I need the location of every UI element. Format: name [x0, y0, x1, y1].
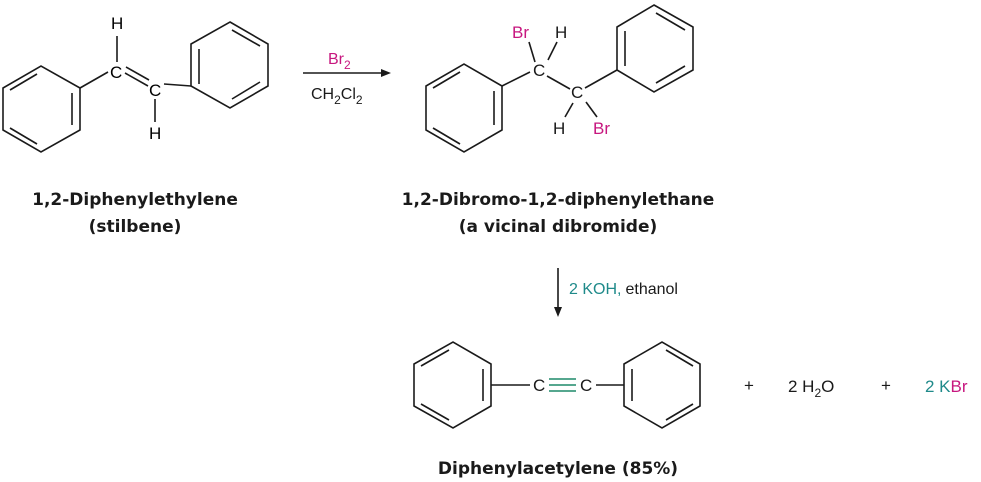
reaction-arrow-step1: Br2 CH2Cl2	[303, 51, 391, 107]
reagent-base: 2 KOH,ethanol	[569, 281, 678, 298]
atom-carbon: C	[533, 376, 545, 395]
plus-sign: +	[744, 376, 754, 395]
atom-carbon: C	[580, 376, 592, 395]
benzene-ring	[623, 341, 701, 429]
water-byproduct: 2 H2O	[788, 377, 834, 400]
atom-hydrogen: H	[111, 14, 123, 33]
benzene-ring	[413, 341, 492, 429]
dibromide-structure: Br H C C H Br	[425, 4, 694, 153]
reagent-bromine: Br2	[328, 51, 351, 72]
potassium-bromide-byproduct: 2 KBr	[925, 377, 968, 396]
reagent-solvent: CH2Cl2	[311, 86, 363, 107]
reaction-arrow-step2: 2 KOH,ethanol	[554, 268, 678, 317]
atom-bromine: Br	[593, 119, 610, 138]
atom-carbon: C	[110, 63, 122, 82]
atom-hydrogen: H	[555, 23, 567, 42]
stilbene-structure: H C C H	[2, 14, 269, 153]
diphenylacetylene-structure: C C	[413, 341, 701, 429]
benzene-ring	[2, 65, 81, 153]
atom-carbon: C	[533, 61, 545, 80]
plus-sign: +	[881, 376, 891, 395]
compound-name-product: Diphenylacetylene (85%)	[438, 459, 678, 479]
compound-name-dibromide: 1,2-Dibromo-1,2-diphenylethane	[402, 190, 715, 210]
compound-name-stilbene: 1,2-Diphenylethylene	[32, 190, 238, 210]
atom-bromine: Br	[512, 23, 529, 42]
benzene-ring	[190, 21, 269, 109]
atom-hydrogen: H	[553, 119, 565, 138]
compound-common-name-stilbene: (stilbene)	[89, 217, 182, 237]
atom-carbon: C	[149, 81, 161, 100]
atom-carbon: C	[571, 83, 583, 102]
compound-common-name-dibromide: (a vicinal dibromide)	[459, 217, 658, 237]
atom-hydrogen: H	[149, 124, 161, 143]
benzene-ring	[616, 4, 694, 93]
benzene-ring	[425, 63, 503, 153]
